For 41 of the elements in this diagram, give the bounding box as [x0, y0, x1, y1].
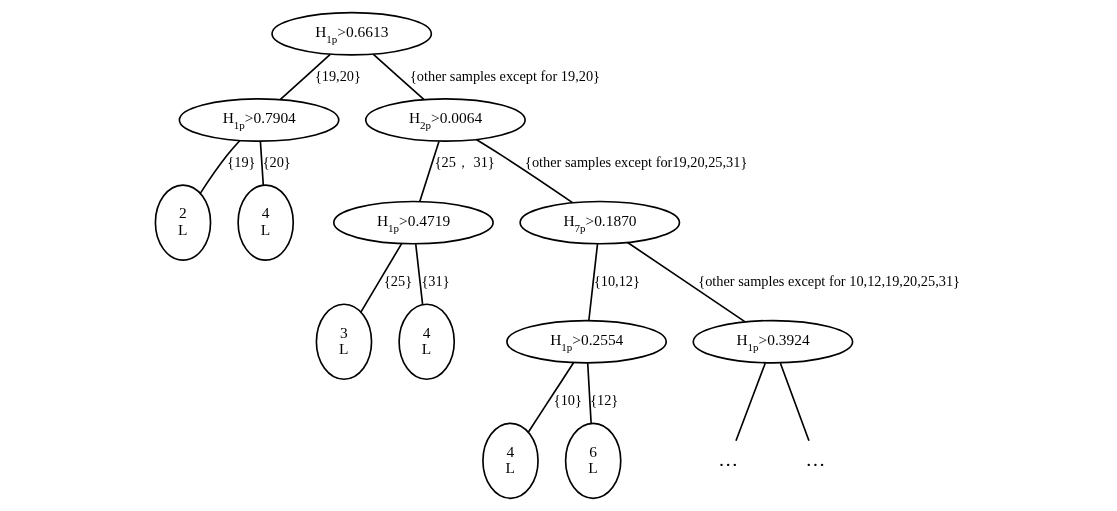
edge-label: {25}	[383, 272, 412, 289]
node-ellipse: 4 L	[236, 184, 294, 261]
node-ellipse: H$_{1p}$>0.6613	[270, 11, 432, 56]
connector	[626, 241, 746, 323]
node-text: …	[717, 447, 738, 470]
node-ellipse: 2 L	[154, 184, 211, 261]
connector	[587, 243, 598, 322]
edge-label: {25， 31}	[434, 153, 495, 170]
connector	[279, 53, 331, 101]
node-text: …	[804, 447, 825, 470]
connector	[259, 140, 264, 186]
edge-label: {10,12}	[593, 272, 640, 289]
node-ellipse: 4 L	[481, 422, 539, 500]
edge-label: {10}	[553, 392, 582, 409]
connector	[418, 140, 440, 203]
connector	[372, 53, 425, 101]
edge-label: {19,20}	[314, 67, 361, 84]
connector	[527, 361, 574, 433]
edge-label: {19}	[226, 153, 255, 170]
edge-label: {other samples except for 19,20}	[409, 67, 600, 84]
connector	[359, 242, 402, 313]
edge-label: {other samples except for 10,12,19,20,25,31}	[697, 272, 960, 289]
node-ellipse: 6 L	[564, 422, 622, 500]
node-ellipse: H$_{1p}$>0.4719	[332, 200, 494, 245]
connector	[414, 243, 423, 306]
connector	[199, 139, 241, 194]
connector	[779, 362, 810, 442]
edge-label: {31}	[420, 272, 450, 289]
node-ellipse: H$_{1p}$>0.2554	[505, 319, 667, 364]
connector	[586, 362, 592, 424]
node-ellipse: H$_{1p}$>0.7904	[178, 98, 340, 142]
connector	[474, 138, 573, 204]
node-ellipse: H$_{1p}$>0.3924	[691, 319, 853, 364]
node-ellipse: H$_{7p}$>0.1870	[518, 200, 680, 245]
edge-label: {20}	[262, 153, 291, 170]
node-ellipse: H$_{2p}$>0.0064	[364, 98, 526, 142]
node-ellipse: 3 L	[315, 303, 372, 381]
node-ellipse: 4 L	[397, 303, 455, 381]
connector	[734, 362, 766, 442]
edge-label: {other samples except for19,20,25,31}	[524, 153, 747, 170]
edge-label: {12}	[589, 392, 618, 409]
